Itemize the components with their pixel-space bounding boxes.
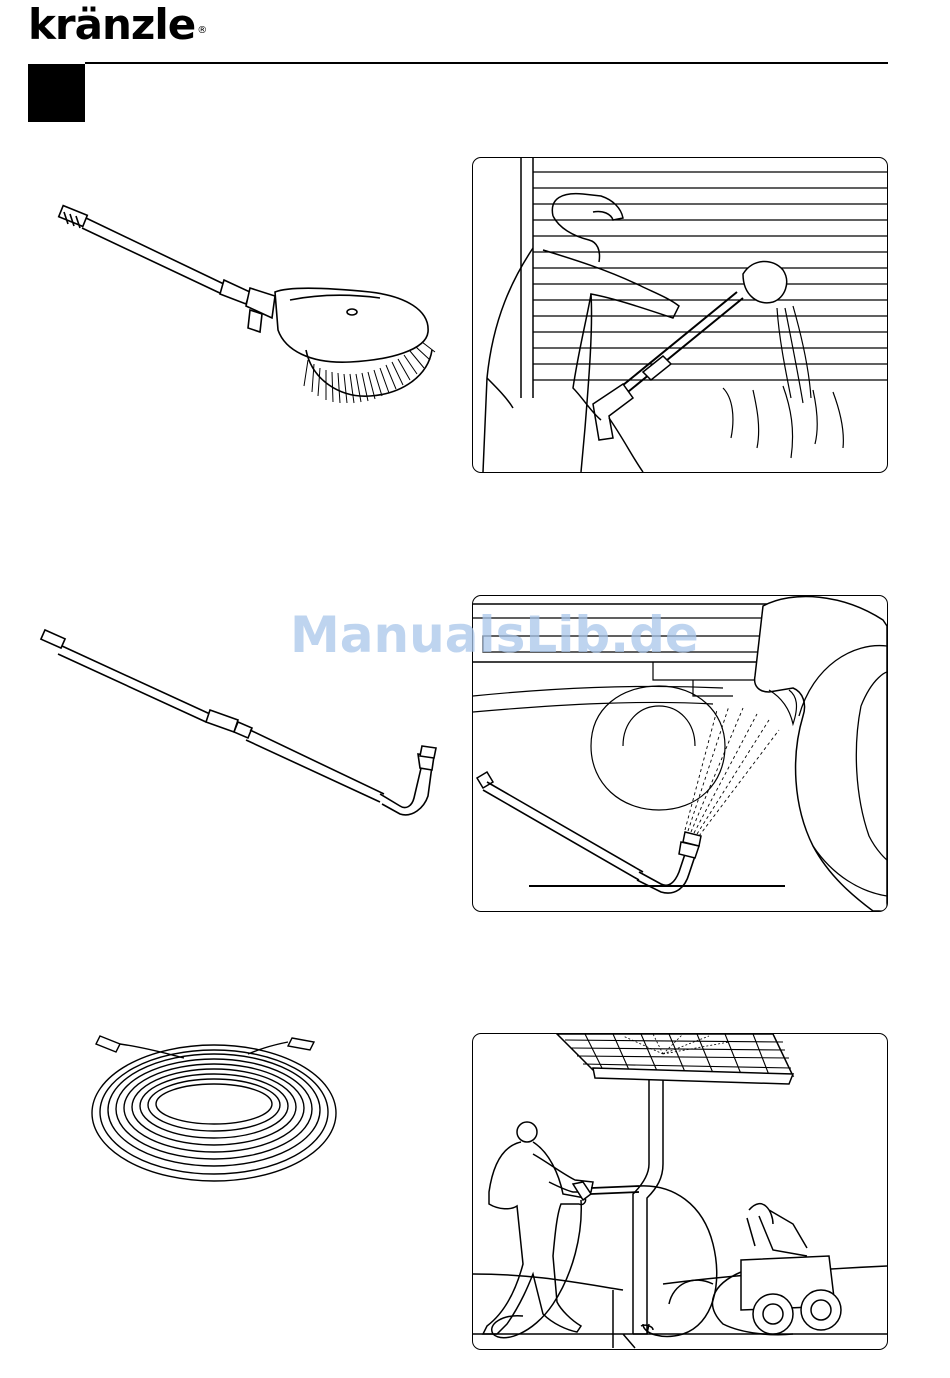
rotating-wash-brush-illustration (50, 200, 440, 410)
brand-logo: kränzle® (28, 2, 204, 48)
section-tab-marker (28, 64, 85, 122)
coiled-extension-hose-illustration (88, 1018, 343, 1188)
scene-brush-cleaning-shutter (472, 157, 888, 473)
watermark: ManualsLib.de (290, 606, 699, 664)
brand-name: kränzle (28, 0, 195, 49)
registered-mark: ® (197, 25, 206, 36)
scene-gutter-cleaning-with-machine (472, 1033, 888, 1350)
header-rule (85, 62, 888, 64)
